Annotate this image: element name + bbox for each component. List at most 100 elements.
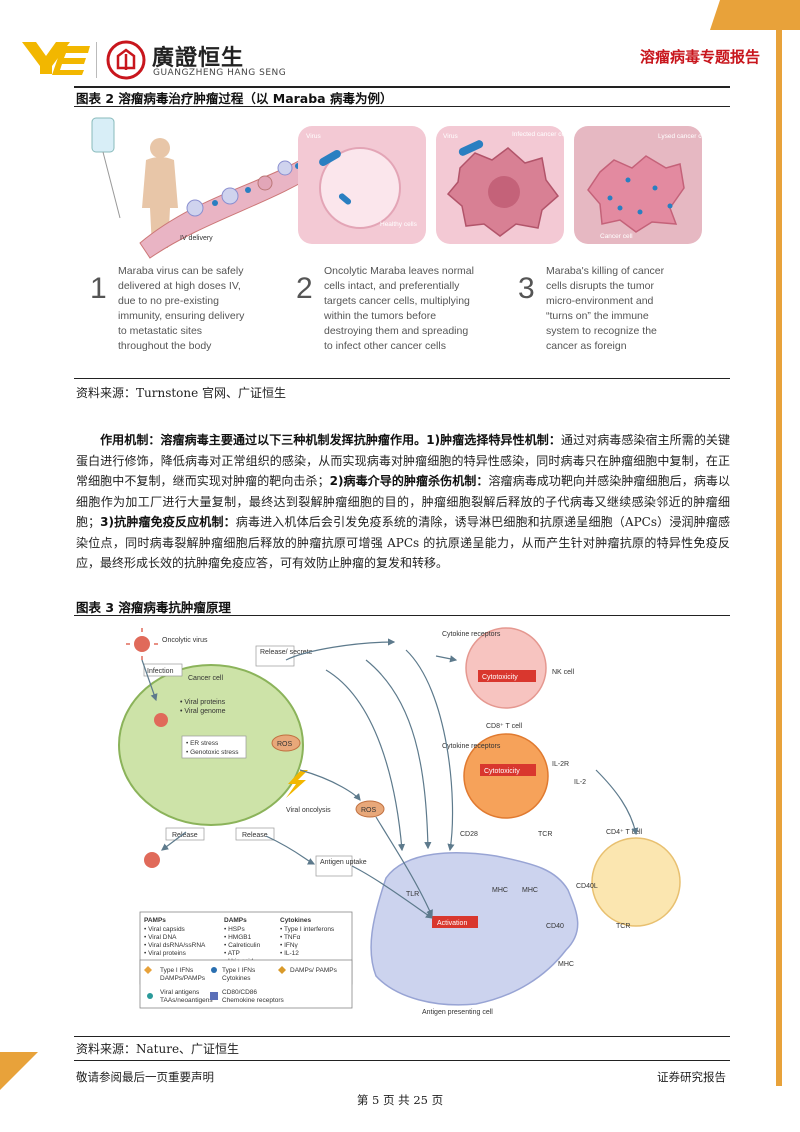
svg-text:cells intact, and preferential: cells intact, and preferentially [324, 280, 460, 292]
svg-text:due to no pre-existing: due to no pre-existing [118, 295, 219, 307]
svg-text:Maraba virus can be safely: Maraba virus can be safely [118, 265, 244, 277]
label-cytotoxicity-t: Cytotoxicity [484, 768, 520, 775]
label-apc: Antigen presenting cell [422, 1009, 493, 1016]
legend-item: • ATP [224, 950, 240, 957]
key-item: Chemokine receptors [222, 997, 285, 1004]
label-iv-delivery: IV delivery [180, 235, 213, 242]
label-cd40: CD40 [546, 923, 564, 930]
legend-item: • HMGB1 [224, 934, 252, 941]
label-il2r: IL-2R [552, 761, 569, 768]
mechanism-1-title: 1)肿瘤选择特异性机制： [426, 433, 561, 447]
label-viral-proteins: • Viral proteins [180, 699, 226, 706]
brand-emblem-icon [106, 40, 146, 80]
step-2: 2 Oncolytic Maraba leaves normal cells i… [296, 265, 474, 352]
label-release-1: Release [172, 832, 198, 839]
svg-text:within the tumors before: within the tumors before [323, 310, 436, 322]
step-number: 2 [296, 272, 313, 305]
figure2-source: 资料来源：Turnstone 官网、广证恒生 [76, 386, 287, 400]
label-antigen-uptake: Antigen uptake [320, 859, 367, 866]
legend-item: • Viral dsRNA/ssRNA [144, 942, 206, 949]
label-release-secrete: Release/ secrete [260, 649, 313, 656]
infected-cancer-panel: Virus Infected cancer cell [436, 126, 569, 244]
label-cancer-cell-3: Cancer cell [188, 675, 223, 682]
label-cd28: CD28 [460, 831, 478, 838]
mechanism-1-text: 通过对病毒感染宿主所需的关键蛋白进行修饰，降低病毒对正常组织的感染，从而实现病毒… [76, 433, 730, 488]
label-healthy-cells: Healthy cells [380, 221, 418, 228]
label-tcr-1: TCR [538, 831, 552, 838]
label-cytotoxicity-nk: Cytotoxicity [482, 674, 518, 681]
svg-text:immunity, ensuring delivery: immunity, ensuring delivery [118, 310, 245, 322]
figure3-source: 资料来源：Nature、广证恒生 [76, 1042, 240, 1056]
svg-text:targets cancer cells, multiply: targets cancer cells, multiplying [324, 295, 470, 307]
step-number: 3 [518, 272, 535, 305]
figure3-title: 图表 3 溶瘤病毒抗肿瘤原理 [76, 600, 231, 615]
logo-separator [96, 42, 97, 78]
svg-text:“turns on” the immune: “turns on” the immune [546, 310, 649, 322]
label-infected-cancer-cell: Infected cancer cell [512, 131, 569, 138]
label-il2: IL-2 [574, 779, 586, 786]
label-cd4-t-cell: CD4⁺ T cell [606, 829, 643, 836]
page-number: 第 5 页 共 25 页 [356, 1093, 444, 1107]
legend-cytokines-head: Cytokines [280, 917, 311, 924]
label-tlr: TLR [406, 891, 419, 898]
corner-accent-icon [710, 0, 800, 30]
iv-delivery-panel: IV delivery [91, 117, 326, 259]
figure2-illustration: IV delivery Virus Healthy cells Virus In… [80, 108, 726, 370]
label-cancer-cell: Cancer cell [600, 233, 633, 240]
legend-damps-head: DAMPs [224, 917, 247, 924]
figure3-top-rule [74, 615, 730, 616]
label-er-stress: • ER stress [186, 740, 219, 747]
key-item: Cytokines [222, 975, 251, 982]
legend-item: • Type I interferons [280, 926, 335, 933]
footer-rule [74, 1060, 730, 1061]
step-number: 1 [90, 272, 107, 305]
label-virus-1: Virus [306, 133, 321, 140]
label-ros-1: ROS [277, 741, 293, 748]
svg-text:cells disrupts the tumor: cells disrupts the tumor [546, 280, 654, 292]
step-1: 1 Maraba virus can be safely delivered a… [90, 265, 245, 352]
svg-text:delivered at high doses IV,: delivered at high doses IV, [118, 280, 241, 292]
svg-text:Maraba's killing of cancer: Maraba's killing of cancer [546, 265, 665, 277]
figure2-top-rule [74, 106, 730, 107]
label-activation: Activation [437, 920, 467, 927]
key-item: DAMPs/PAMPs [160, 975, 206, 982]
label-genotoxic-stress: • Genotoxic stress [186, 749, 239, 756]
mechanism-2-text: 溶瘤病毒成功靶向并感染肿瘤细胞后，病毒以细胞作为加工厂进行大量复制，最终达到裂解… [76, 474, 730, 529]
ye-logo-icon [22, 42, 90, 75]
label-viral-genome: • Viral genome [180, 708, 226, 715]
corner-triangle-icon [0, 1052, 38, 1090]
svg-text:system to recognize the: system to recognize the [546, 325, 657, 337]
key-item: Type I IFNs [222, 967, 256, 974]
label-mhc-1: MHC [492, 887, 508, 894]
legend-item: • HSPs [224, 926, 245, 933]
figure2-bottom-rule [74, 378, 730, 379]
mechanism-paragraph: 作用机制：溶瘤病毒主要通过以下三种机制发挥抗肿瘤作用。1)肿瘤选择特异性机制：通… [76, 430, 730, 574]
key-item: Type I IFNs [160, 967, 194, 974]
lead-text: 作用机制：溶瘤病毒主要通过以下三种机制发挥抗肿瘤作用。 [100, 433, 427, 447]
header-rule [74, 86, 730, 88]
label-virus-2: Virus [443, 133, 458, 140]
label-nk-cell: NK cell [552, 669, 575, 676]
svg-text:to metastatic sites: to metastatic sites [118, 325, 202, 337]
label-cytokine-receptors-1: Cytokine receptors [442, 631, 501, 638]
key-item: TAAs/neoantigens [160, 997, 213, 1004]
label-cd8-t-cell: CD8⁺ T cell [486, 723, 523, 730]
label-tcr-2: TCR [616, 923, 630, 930]
page-header: 廣證恒生 GUANGZHENG HANG SENG 溶瘤病毒专题报告 [0, 0, 800, 86]
step-3: 3 Maraba's killing of cancer cells disru… [518, 265, 665, 352]
legend-item: • TNFα [280, 934, 301, 941]
mechanism-3-text: 病毒进入机体后会引发免疫系统的清除，诱导淋巴细胞和抗原递呈细胞（APCs）浸润肿… [76, 515, 730, 570]
label-oncolytic-virus: Oncolytic virus [162, 637, 208, 644]
report-type-title: 溶瘤病毒专题报告 [639, 48, 760, 66]
label-mhc-2: MHC [522, 887, 538, 894]
report-category: 证券研究报告 [657, 1070, 726, 1084]
svg-text:Oncolytic Maraba leaves normal: Oncolytic Maraba leaves normal [324, 265, 474, 277]
legend-item: • Viral proteins [144, 950, 187, 957]
figure2-title: 图表 2 溶瘤病毒治疗肿瘤过程（以 Maraba 病毒为例） [76, 91, 393, 106]
legend-item: • IFNγ [280, 942, 299, 949]
key-item: Viral antigens [160, 989, 200, 996]
label-cd40l: CD40L [576, 883, 598, 890]
svg-text:cancer as foreign: cancer as foreign [546, 340, 627, 352]
svg-text:throughout the body: throughout the body [118, 340, 212, 352]
legend-item: • IL-12 [280, 950, 299, 957]
